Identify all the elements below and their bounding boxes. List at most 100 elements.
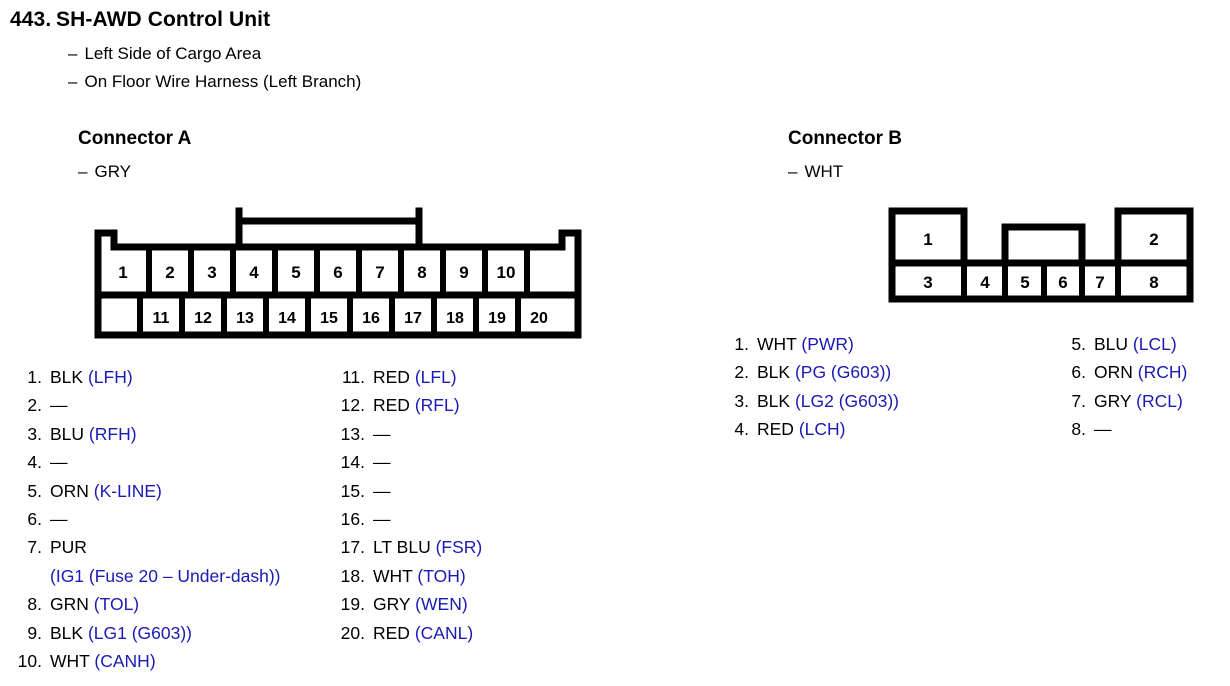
- pin-signal-name: (PG (G603)): [794, 362, 892, 383]
- pin-row: 1. BLK (LFH): [16, 363, 281, 391]
- pin-row: 16. —: [333, 505, 482, 533]
- pin-row: 14. —: [333, 448, 482, 476]
- pin-number: 10: [497, 263, 516, 282]
- pin-wire-color: WHT: [757, 334, 797, 354]
- pin-row: 13. —: [333, 420, 482, 448]
- pin-signal-name: (CANL): [414, 622, 474, 643]
- pin-number: 5: [291, 263, 300, 282]
- connector-a-pin-list-left: 1.BLK (LFH)2.—3.BLU (RFH)4.—5.ORN (K-LIN…: [16, 363, 281, 675]
- pin-signal-name: (LCH): [798, 419, 846, 440]
- connector-b-pin-list-left: 1.WHT (PWR) 2. BLK (PG (G603)) 3. BLK (LG2 (…: [733, 330, 899, 444]
- pin-index: 6.: [27, 509, 42, 530]
- pin-index: 14.: [340, 452, 365, 473]
- pin-signal-name: (WEN): [415, 594, 468, 615]
- pin-row: 4.—: [16, 448, 281, 476]
- pin-number: 6: [1058, 273, 1067, 292]
- pin-row: 3.BLU (RFH): [16, 420, 281, 448]
- pin-row: 9.BLK (LG1 (G603)): [16, 619, 281, 647]
- pin-index: 9.: [27, 622, 42, 643]
- pin-wire-color: —: [373, 423, 391, 444]
- pin-row: 17.LT BLU (FSR): [333, 533, 483, 561]
- pin-row: 6.—: [16, 505, 281, 533]
- pin-row: 6. ORN (RCH): [1070, 358, 1187, 386]
- pin-row: 8.GRN (TOL): [16, 590, 281, 618]
- pin-row: 20.RED (CANL): [333, 619, 482, 647]
- pin-number: 19: [488, 310, 506, 327]
- pin-wire-color: BLK: [757, 362, 791, 383]
- pin-number: 11: [153, 310, 170, 327]
- pin-row: 8.—: [1070, 415, 1187, 443]
- pin-wire-color: —: [50, 395, 68, 416]
- pin-wire-color: ORN: [1094, 362, 1133, 383]
- pin-row: 2. —: [16, 391, 281, 419]
- pin-row: 15. —: [333, 477, 482, 505]
- pin-row: 1.WHT (PWR): [733, 330, 899, 358]
- connector-b-color: –WHT: [788, 162, 843, 182]
- pin-wire-color: —: [373, 480, 391, 501]
- pin-index: 15.: [340, 480, 365, 501]
- pin-wire-color: WHT: [50, 651, 90, 672]
- pin-number: 16: [362, 310, 380, 327]
- pin-wire-color: RED: [373, 622, 410, 643]
- pin-index: 13.: [340, 423, 365, 444]
- pin-index: 1.: [27, 367, 42, 387]
- pin-number: 1: [923, 230, 932, 249]
- pin-number: 18: [446, 310, 464, 327]
- pin-number: 4: [249, 263, 259, 282]
- pin-row: 4.RED (LCH): [733, 415, 899, 443]
- pin-wire-color: RED: [373, 395, 410, 416]
- pin-index: 7.: [27, 537, 42, 558]
- pin-wire-color: —: [373, 509, 391, 530]
- pin-number: 3: [207, 263, 216, 282]
- pin-row: 5.BLU (LCL): [1070, 330, 1187, 358]
- dash-bullet: –: [68, 72, 78, 91]
- pin-row: 19.GRY (WEN): [333, 590, 482, 618]
- location-line-1: –Left Side of Cargo Area: [68, 44, 261, 64]
- pin-signal-name: (LFH): [87, 367, 133, 387]
- dash-bullet: –: [78, 162, 88, 181]
- pin-wire-color: BLU: [50, 423, 85, 444]
- pin-wire-color: GRY: [1094, 390, 1132, 411]
- pin-number: 9: [459, 263, 468, 282]
- entry-number: 443.: [10, 8, 52, 31]
- pin-number: 6: [333, 263, 342, 282]
- pin-row: 7.GRY (RCL): [1070, 387, 1187, 415]
- pin-signal-name: (TOL): [93, 594, 140, 615]
- pin-row: 12.RED (RFL): [333, 391, 482, 419]
- pin-signal-name: (PWR): [801, 334, 854, 354]
- pin-index: 16.: [340, 509, 365, 530]
- pin-index: 3.: [734, 390, 749, 411]
- pin-index: 3.: [27, 423, 42, 444]
- pin-number: 5: [1020, 273, 1029, 292]
- pin-index: 19.: [340, 594, 365, 615]
- pin-index: 11.: [341, 367, 365, 387]
- pin-index: 2.: [734, 362, 749, 383]
- pin-wire-color: RED: [757, 419, 794, 440]
- location-line-1-text: Left Side of Cargo Area: [84, 44, 262, 63]
- pin-wire-color: BLK: [757, 390, 791, 411]
- dash-bullet: –: [788, 162, 798, 181]
- pin-wire-color: BLK: [50, 367, 84, 387]
- pin-index: 10.: [17, 651, 42, 672]
- pin-signal-name: (LG1 (G603)): [87, 622, 193, 643]
- pin-index: 8.: [27, 594, 42, 615]
- pin-wire-color: —: [373, 452, 391, 473]
- pin-index: 2.: [27, 395, 42, 416]
- pin-row: 5.ORN (K-LINE): [16, 477, 281, 505]
- pin-index: 5.: [1071, 334, 1086, 354]
- pin-row: 7.PUR(IG1 (Fuse 20 – Under-dash)): [16, 533, 280, 590]
- connector-a-pin-list-right: 11.RED (LFL)12.RED (RFL)13.—14.—15.—16.—…: [333, 363, 483, 647]
- pin-wire-color: —: [1094, 419, 1112, 440]
- connector-b-pinout-diagram: 1 2 3 4 5 6 7 8: [886, 205, 1196, 305]
- pin-number: 13: [236, 310, 254, 327]
- connector-a-pinout-diagram: 1 2 3 4 5 6 7 8 9 10 11 12 13 14 15 16 1…: [88, 205, 588, 345]
- pin-signal-name: (LG2 (G603)): [794, 390, 900, 411]
- pin-row: 10.WHT (CANH): [16, 647, 281, 675]
- pin-signal-name: (RCH): [1137, 362, 1188, 383]
- pin-wire-color: —: [50, 452, 68, 473]
- location-line-2-text: On Floor Wire Harness (Left Branch): [84, 72, 362, 91]
- pin-index: 6.: [1071, 362, 1086, 383]
- pin-wire-color: WHT: [373, 565, 413, 586]
- pin-signal-name: (RCL): [1136, 390, 1183, 411]
